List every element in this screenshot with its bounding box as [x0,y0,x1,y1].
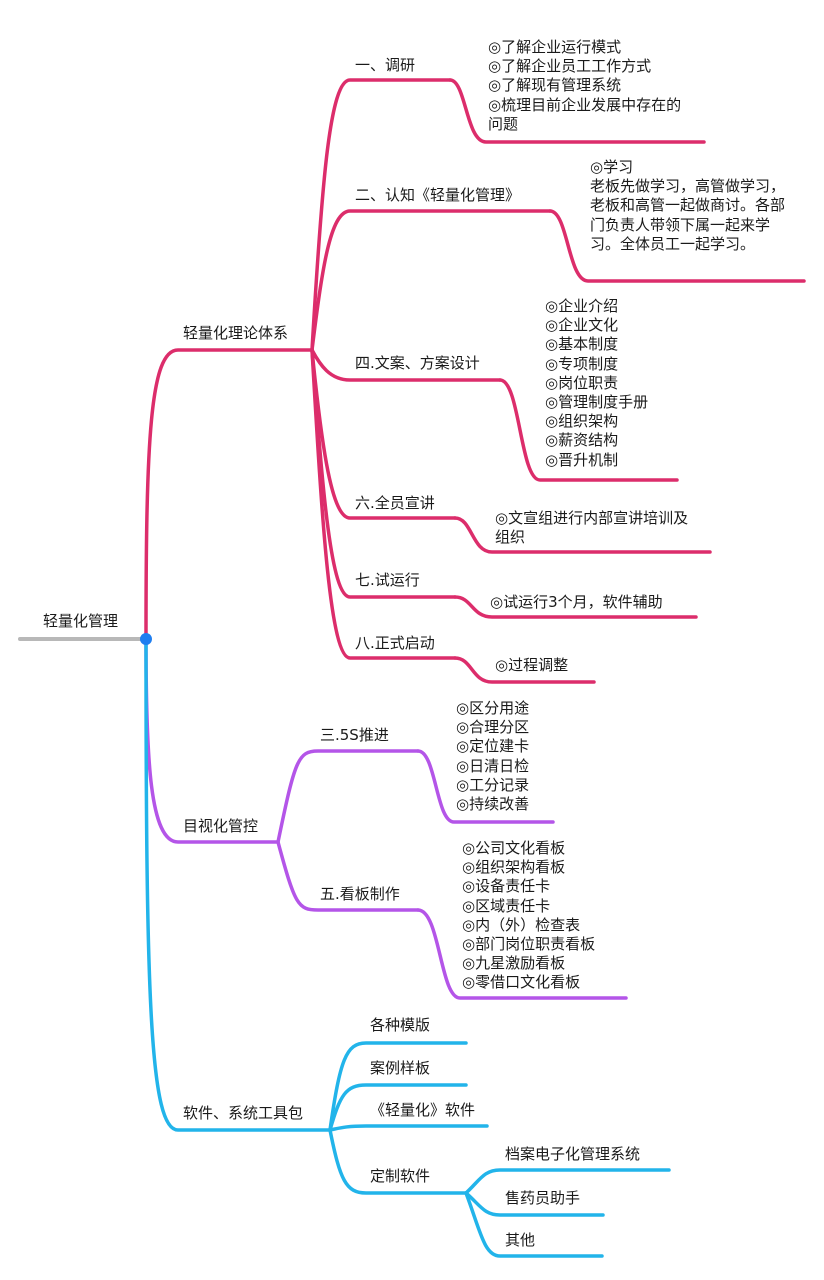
link-theory-cognition [310,209,552,352]
link-docs-list [498,378,679,482]
link-5s-list [416,749,555,824]
light-software-node[interactable]: 《轻量化》软件 [370,1101,476,1119]
samples-node[interactable]: 案例样板 [370,1059,431,1077]
list-item: ◎薪资结构 [545,431,619,450]
list-item: ◎内（外）检查表 [462,915,581,934]
list-item: ◎了解企业员工工作方式 [488,57,652,76]
link-research-notes [448,78,706,144]
list-item: ◎持续改善 [456,795,530,814]
templates-node[interactable]: 各种模版 [370,1016,431,1034]
list-item: ◎九星激励看板 [462,954,566,973]
link-custom-others [464,1191,604,1258]
link-software-custom [328,1128,468,1195]
list-item: ◎工分记录 [456,775,530,794]
theory-node[interactable]: 轻量化理论体系 [183,324,289,342]
list-item: ◎部门岗位职责看板 [462,935,596,954]
list-item: ◎零借口文化看板 [462,973,581,992]
link-visual-boards [276,840,420,912]
software-node[interactable]: 软件、系统工具包 [183,1104,304,1122]
promote-node[interactable]: 六.全员宣讲 [355,494,435,512]
pharmacist-assistant-node[interactable]: 售药员助手 [505,1189,581,1207]
link-root-software [144,637,332,1132]
list-item: ◎合理分区 [456,718,530,737]
list-item: ◎定位建卡 [456,737,530,756]
link-promote-notes [453,516,712,554]
docs-list: ◎企业介绍 ◎企业文化 ◎基本制度 ◎专项制度 ◎岗位职责 ◎管理制度手册 ◎组… [545,297,648,470]
link-boards-list [416,908,628,1000]
link-trial-notes [453,595,698,619]
link-theory-docs [310,348,502,382]
docs-node[interactable]: 四.文案、方案设计 [355,354,480,372]
list-item: ◎专项制度 [545,354,619,373]
cognition-notes: ◎学习 老板先做学习，高管做学习，老板和高管一起做商讨。各部门负责人带领下属一起… [590,158,785,254]
research-notes: ◎了解企业运行模式 ◎了解企业员工工作方式 ◎了解现有管理系统 ◎梳理目前企业发… [488,38,693,134]
root-node-label[interactable]: 轻量化管理 [43,612,119,630]
list-item: ◎了解现有管理系统 [488,76,622,95]
launch-node[interactable]: 八.正式启动 [355,634,435,652]
cognition-node[interactable]: 二、认知《轻量化管理》 [355,186,521,204]
trial-notes: ◎试运行3个月，软件辅助 [490,593,663,611]
link-theory-trial [310,348,457,599]
link-theory-research [310,78,452,352]
list-item: ◎晋升机制 [545,450,619,469]
link-software-samples [328,1083,468,1132]
list-item: ◎企业文化 [545,316,619,335]
list-item: ◎日清日检 [456,756,530,775]
five-s-node[interactable]: 三.5S推进 [320,726,389,744]
trial-node[interactable]: 七.试运行 [355,571,420,589]
list-item: ◎企业介绍 [545,297,619,315]
launch-notes: ◎过程调整 [495,656,569,674]
boards-list: ◎公司文化看板 ◎组织架构看板 ◎设备责任卡 ◎区域责任卡 ◎内（外）检查表 ◎… [462,839,595,993]
list-item: ◎区域责任卡 [462,896,551,915]
list-item: ◎岗位职责 [545,373,619,392]
list-item: ◎了解企业运行模式 [488,38,622,56]
link-software-light [328,1124,489,1132]
visual-node[interactable]: 目视化管控 [183,817,259,835]
link-cognition-notes [548,209,806,283]
link-software-templates [328,1041,468,1132]
list-item: ◎组织架构 [545,412,619,431]
others-node[interactable]: 其他 [505,1231,536,1249]
cognition-heading: ◎学习 [590,158,634,176]
link-root-theory [144,348,314,641]
list-item: ◎设备责任卡 [462,877,551,896]
link-custom-archive [464,1168,671,1195]
link-theory-launch [310,348,457,660]
custom-software-node[interactable]: 定制软件 [370,1167,431,1185]
list-item: ◎组织架构看板 [462,858,566,877]
link-visual-5s [276,749,420,844]
link-custom-pharmacist [464,1191,605,1217]
list-item: ◎公司文化看板 [462,839,566,857]
link-root-visual [144,637,280,844]
five-s-list: ◎区分用途 ◎合理分区 ◎定位建卡 ◎日清日检 ◎工分记录 ◎持续改善 [456,699,529,814]
link-launch-notes [453,656,596,684]
list-item: ◎管理制度手册 [545,393,649,412]
root-node-dot [140,633,152,645]
cognition-text: 老板先做学习，高管做学习，老板和高管一起做商讨。各部门负责人带领下属一起来学习。… [590,177,786,253]
archive-system-node[interactable]: 档案电子化管理系统 [505,1145,641,1163]
promote-notes: ◎文宣组进行内部宣讲培训及组织 [495,509,689,547]
research-node[interactable]: 一、调研 [355,56,416,74]
list-item: ◎梳理目前企业发展中存在的问题 [488,95,682,133]
list-item: ◎区分用途 [456,699,530,717]
boards-node[interactable]: 五.看板制作 [320,885,400,903]
list-item: ◎基本制度 [545,335,619,354]
